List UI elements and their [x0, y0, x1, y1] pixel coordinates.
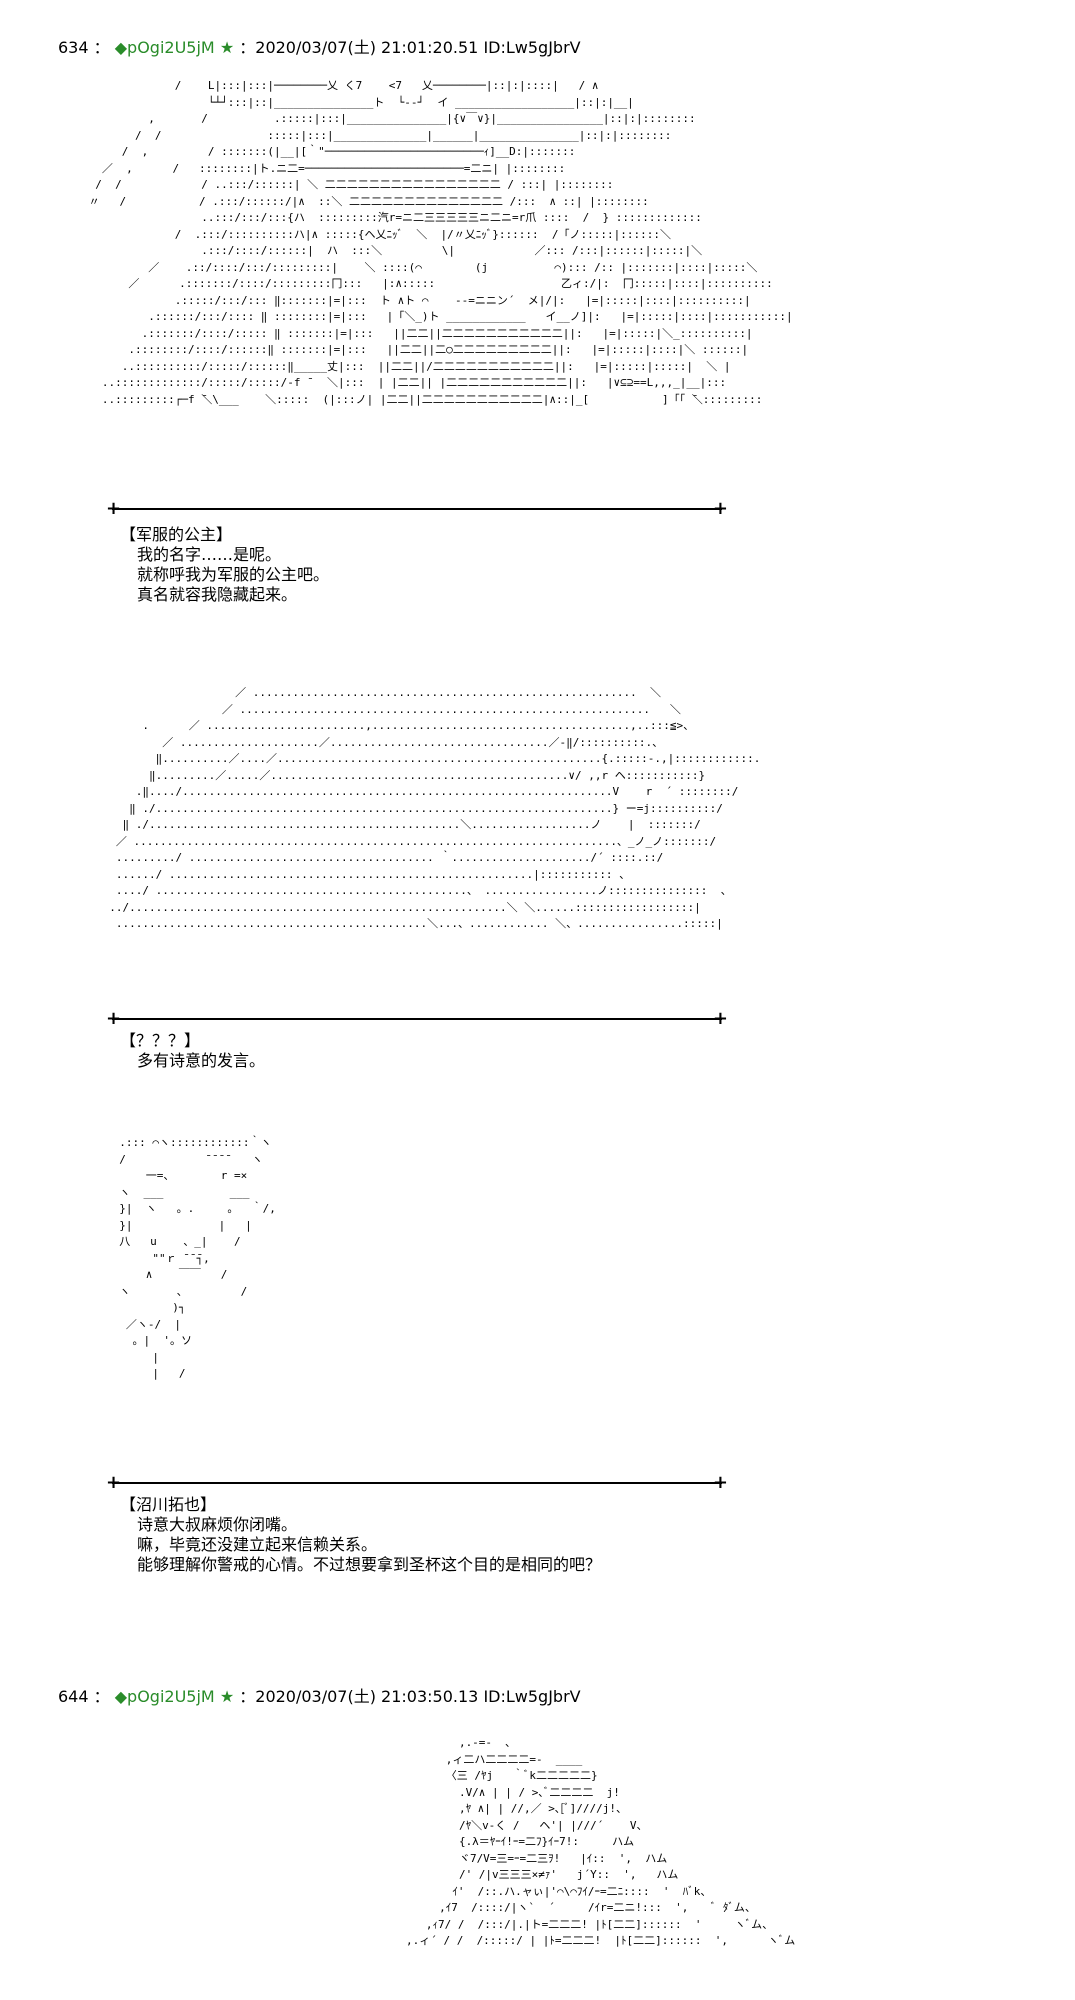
scene-divider: + +: [106, 1473, 728, 1493]
post-datetime-id: ：2020/03/07(土) 21:03:50.13 ID:Lw5gJbrV: [239, 1687, 581, 1706]
speaker-name: 【军服的公主】: [120, 525, 233, 544]
plus-icon: +: [712, 498, 728, 519]
post-header: 644 ： ◆pOgi2U5jM ★ ：2020/03/07(土) 21:03:…: [58, 1687, 581, 1707]
dialogue-line: 就称呼我为军服的公主吧。: [137, 565, 330, 584]
scene-divider: + +: [106, 499, 728, 519]
dialogue-line: 诗意大叔麻烦你闭嘴。: [137, 1515, 298, 1534]
plus-icon: +: [106, 1472, 122, 1493]
dialogue-line: 多有诗意的发言。: [137, 1051, 266, 1070]
post-number: 644: [58, 1687, 89, 1706]
ascii-art-armored-figure: ,.-=- ､ ,ィ二ハ二二二二=- ____ 〈三 /ﾔj ｀ﾞk二二二二二}…: [405, 1736, 796, 1947]
dialogue-line: 我的名字……是呢。: [137, 545, 282, 564]
post-separator: ：: [93, 38, 110, 57]
dialogue-block: 【沼川拓也】 诗意大叔麻烦你闭嘴。 嘛，毕竟还没建立起来信赖关系。 能够理解你警…: [120, 1495, 601, 1575]
ascii-art-numakawa: .::: ⌒ヽ::::::::::::｀ヽ / ̄ ̄ ̄ ̄ ヽ 一=、 r …: [119, 1136, 276, 1380]
dialogue-line: 真名就容我隐藏起来。: [137, 585, 298, 604]
plus-icon: +: [106, 1008, 122, 1029]
ascii-art-military-princess: / L|:::|:::|────────乂 く7 <7 乂────────|::…: [88, 79, 793, 406]
post-separator: ：: [93, 1687, 110, 1706]
post-tripcode: ◆pOgi2U5jM: [114, 38, 215, 57]
scene-divider: + +: [106, 1009, 728, 1029]
plus-icon: +: [712, 1472, 728, 1493]
post-header: 634 ： ◆pOgi2U5jM ★ ：2020/03/07(土) 21:01:…: [58, 38, 581, 58]
plus-icon: +: [712, 1008, 728, 1029]
speaker-name: 【沼川拓也】: [120, 1495, 217, 1514]
dialogue-block: 【？？？】 多有诗意的发言。: [120, 1031, 265, 1071]
speaker-name: 【？？？】: [120, 1031, 201, 1050]
dialogue-block: 【军服的公主】 我的名字……是呢。 就称呼我为军服的公主吧。 真名就容我隐藏起来…: [120, 525, 329, 605]
ascii-art-mystery-man: ／ ......................................…: [109, 686, 761, 930]
dialogue-line: 嘛，毕竟还没建立起来信赖关系。: [137, 1535, 378, 1554]
dialogue-line: 能够理解你警戒的心情。不过想要拿到圣杯这个目的是相同的吧？: [137, 1555, 602, 1574]
star-icon: ★: [219, 1687, 235, 1706]
star-icon: ★: [219, 38, 235, 57]
post-datetime-id: ：2020/03/07(土) 21:01:20.51 ID:Lw5gJbrV: [239, 38, 581, 57]
plus-icon: +: [106, 498, 122, 519]
post-tripcode: ◆pOgi2U5jM: [114, 1687, 215, 1706]
post-number: 634: [58, 38, 89, 57]
